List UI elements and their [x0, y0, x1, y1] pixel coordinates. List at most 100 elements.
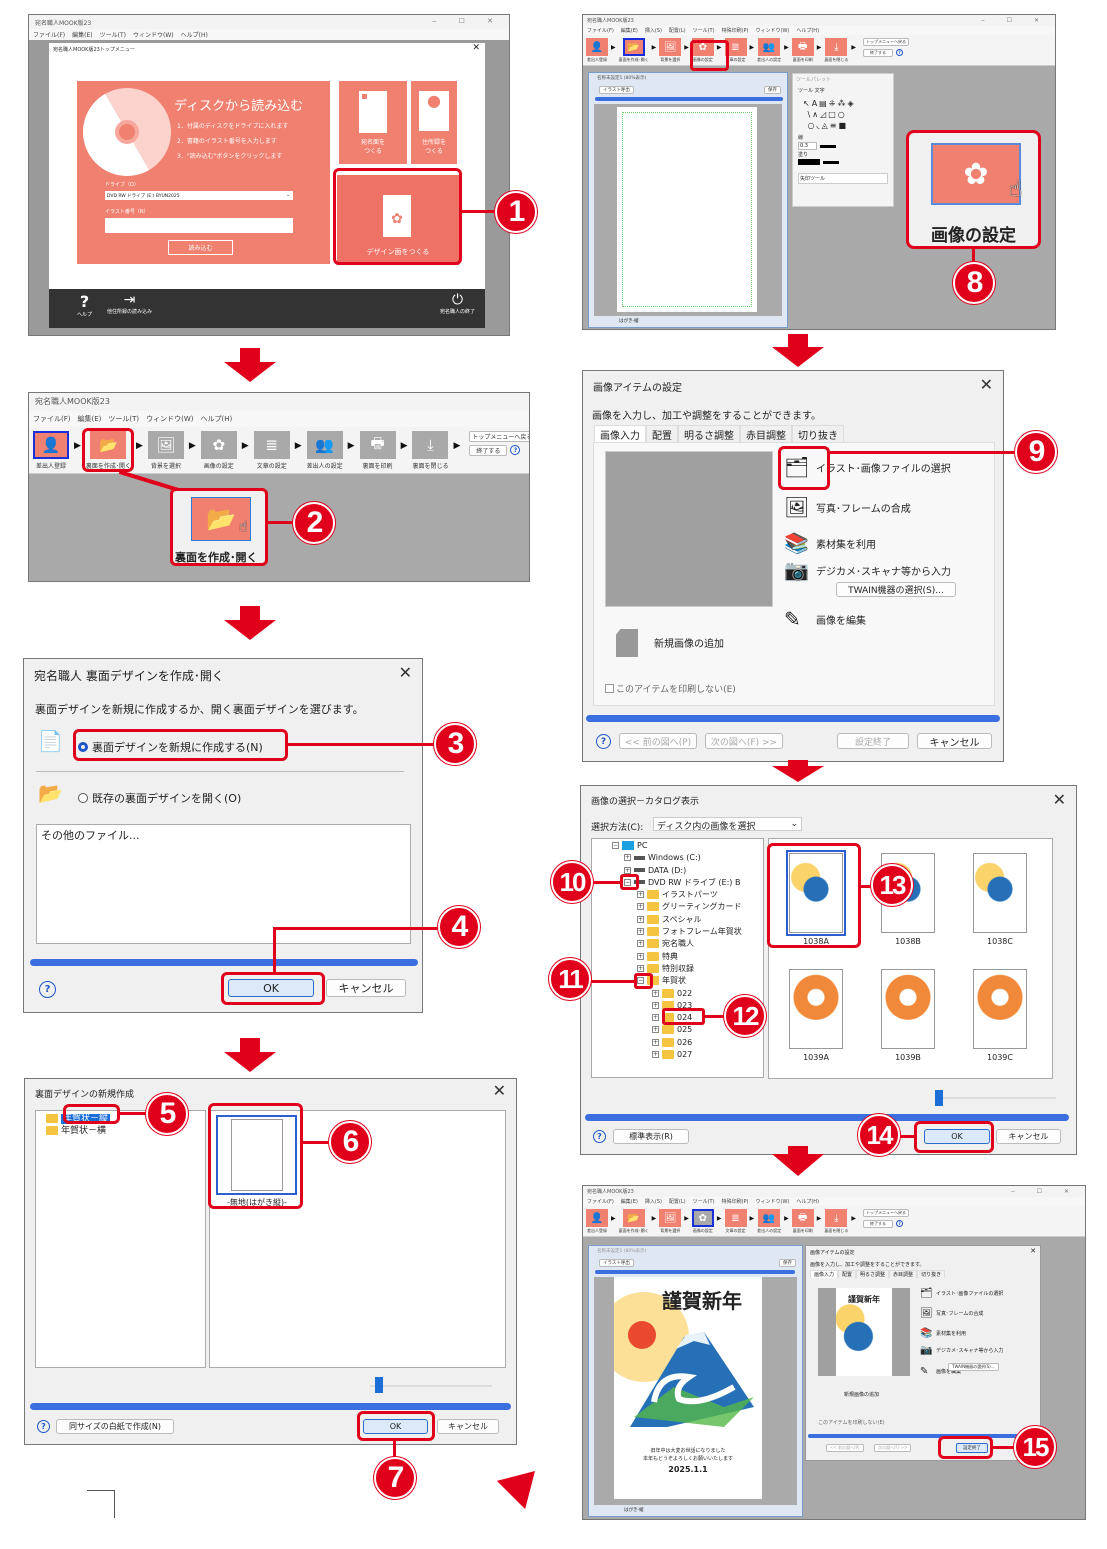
folder-open-icon[interactable]: 📂: [191, 497, 251, 541]
print-icon[interactable]: 🖶: [791, 1209, 814, 1227]
toolbar-item-4[interactable]: ✿画像の設定: [691, 1209, 714, 1234]
illust-call-button[interactable]: イラスト呼出: [599, 86, 634, 94]
toolbar-item-6[interactable]: 👥差出人の設定: [757, 38, 781, 63]
tree-item-selected[interactable]: 年賀状－縦: [46, 1113, 195, 1125]
tree-item-subfolder[interactable]: +027: [612, 1049, 763, 1061]
exit-button[interactable]: 終了する: [863, 1220, 893, 1228]
tree-item-folder[interactable]: +グリーティングカード: [612, 901, 763, 913]
expand-icon[interactable]: +: [637, 964, 644, 972]
illust-call-button[interactable]: イラスト呼出: [599, 1259, 634, 1267]
zoom-slider-thumb[interactable]: [375, 1377, 383, 1393]
help-icon[interactable]: ?: [593, 1130, 606, 1143]
help-icon[interactable]: ?: [37, 1420, 50, 1433]
tree-item-drive[interactable]: −DVD RW ドライブ (E:) B: [612, 877, 763, 889]
finish-button[interactable]: 設定終了: [837, 733, 909, 749]
toolbar-item-1[interactable]: 👤差出人登録: [586, 1209, 608, 1234]
folder-open-icon[interactable]: 📂: [622, 38, 645, 56]
toolbar-item-5[interactable]: ≣文章の設定: [724, 1209, 747, 1234]
tree-item-folder[interactable]: +宛名職人: [612, 938, 763, 950]
next-button[interactable]: 次の図へ(F) >>: [705, 733, 783, 749]
finish-button[interactable]: 設定終了: [956, 1443, 988, 1453]
thumbnail-1039A[interactable]: 1039A: [777, 969, 855, 1062]
tab-text[interactable]: 文字: [814, 88, 825, 94]
picture-icon[interactable]: 🖼: [659, 1209, 682, 1227]
tile-address-side[interactable]: 宛名面をつくる: [339, 81, 407, 164]
person-icon[interactable]: 👤: [33, 431, 69, 459]
window-controls[interactable]: ‒ ☐ ✕: [1010, 1188, 1079, 1195]
checkbox[interactable]: [605, 684, 614, 693]
toolbar-item-3[interactable]: 🖼背景を選択: [659, 1209, 682, 1234]
toolbar-item-2[interactable]: 📂裏面を作成･開く: [619, 38, 649, 63]
thumbnail-1039B[interactable]: 1039B: [869, 969, 947, 1062]
text-settings-icon[interactable]: ≣: [253, 431, 290, 459]
camera-scanner-icon[interactable]: 📷: [784, 558, 809, 582]
fill-color[interactable]: [798, 159, 820, 165]
tile-design[interactable]: ✿ デザイン面をつくる: [337, 175, 459, 265]
import-button[interactable]: ⇥他住所録の読み込み: [107, 292, 152, 315]
radio-checked[interactable]: [78, 742, 88, 752]
print-icon[interactable]: 🖶: [359, 431, 396, 459]
zoom-slider-track[interactable]: [941, 1097, 1056, 1099]
toolbar-item-5[interactable]: ≣文章の設定: [724, 38, 747, 63]
exit-button[interactable]: 終了する: [469, 445, 508, 456]
option-1[interactable]: 🗂イラスト･画像ファイルの選択: [920, 1288, 1003, 1299]
ok-button[interactable]: OK: [363, 1419, 428, 1434]
menu-item[interactable]: ヘルプ(H): [796, 1199, 820, 1205]
thumbnail-image[interactable]: [881, 969, 935, 1049]
menu-item[interactable]: 編集(E): [620, 1199, 638, 1205]
menu-item[interactable]: ウィンドウ(W): [755, 28, 790, 34]
help-button[interactable]: ?ヘルプ: [77, 292, 92, 318]
photo-frame-icon[interactable]: 🖼: [784, 495, 810, 519]
option-3[interactable]: 📚素材集を利用: [920, 1328, 966, 1339]
photo-frame-icon[interactable]: 🖼: [920, 1308, 933, 1319]
exit-button[interactable]: 終了する: [863, 49, 893, 57]
help-icon[interactable]: ?: [510, 445, 521, 455]
collapse-icon[interactable]: −: [637, 977, 644, 985]
illust-number-input[interactable]: [105, 218, 293, 233]
tile-addressbook[interactable]: ● 住所録をつくる: [411, 81, 457, 164]
tab-4[interactable]: 赤目調整: [889, 1270, 918, 1278]
help-icon[interactable]: ?: [596, 734, 611, 749]
file-select-icon[interactable]: 🗂: [784, 455, 810, 479]
tree-item-drive[interactable]: +Windows (C:): [612, 852, 763, 864]
menu-item[interactable]: ヘルプ(H): [796, 28, 820, 34]
window-controls[interactable]: ‒ ☐ ✕: [431, 17, 503, 25]
tree-item-folder[interactable]: +特別収録: [612, 963, 763, 975]
sender-icon[interactable]: 👥: [758, 1209, 781, 1227]
list-item[interactable]: その他のファイル...: [41, 829, 140, 842]
standard-view-button[interactable]: 標準表示(R): [613, 1129, 689, 1144]
line-controls[interactable]: 0.3: [793, 142, 893, 150]
expand-icon[interactable]: +: [637, 952, 644, 960]
tab-3[interactable]: 明るさ調整: [856, 1270, 890, 1278]
menu-item[interactable]: ヘルプ(H): [200, 415, 233, 423]
menu-item[interactable]: 挿入(S): [644, 1199, 662, 1205]
close-icon[interactable]: ✕: [492, 1081, 506, 1100]
toolbar-item-5[interactable]: ≣文章の設定: [253, 431, 290, 470]
collapse-icon[interactable]: −: [612, 842, 619, 849]
toolbar-item-3[interactable]: 🖼背景を選択: [147, 431, 184, 470]
next-button[interactable]: 次の図へ(F) >>: [874, 1444, 912, 1452]
toolbar-item-1[interactable]: 👤差出人登録: [586, 38, 608, 63]
fill-pattern[interactable]: [823, 160, 839, 164]
option-2[interactable]: 🖼写真･フレームの合成: [784, 495, 911, 519]
tab-5[interactable]: 切り抜き: [917, 1270, 946, 1278]
expand-icon[interactable]: +: [652, 1001, 659, 1009]
menu-item[interactable]: 挿入(S): [644, 28, 662, 34]
ok-button[interactable]: OK: [924, 1129, 990, 1144]
picture-icon[interactable]: 🖼: [659, 38, 682, 56]
method-select[interactable]: ディスク内の画像を選択⌄: [653, 817, 802, 832]
tab-2[interactable]: 配置: [646, 425, 678, 443]
thumbnail-image[interactable]: [789, 969, 843, 1049]
tree-item-folder[interactable]: +イラストパーツ: [612, 889, 763, 901]
menu-item[interactable]: 編集(E): [72, 32, 93, 39]
print-icon[interactable]: 🖶: [791, 38, 814, 56]
window-controls[interactable]: ‒ ☐ ✕: [980, 17, 1049, 24]
new-image-button[interactable]: 新規画像の追加: [844, 1392, 880, 1398]
person-icon[interactable]: 👤: [586, 38, 608, 56]
edit-image-icon[interactable]: ✎: [920, 1366, 929, 1377]
tree-item-folder[interactable]: −年賀状: [612, 975, 763, 987]
tab-1[interactable]: 画像入力: [810, 1270, 839, 1278]
option-5[interactable]: ✎画像を編集: [784, 607, 866, 631]
save-button[interactable]: 保存: [764, 86, 781, 94]
folder-open-icon[interactable]: 📂: [90, 431, 127, 459]
